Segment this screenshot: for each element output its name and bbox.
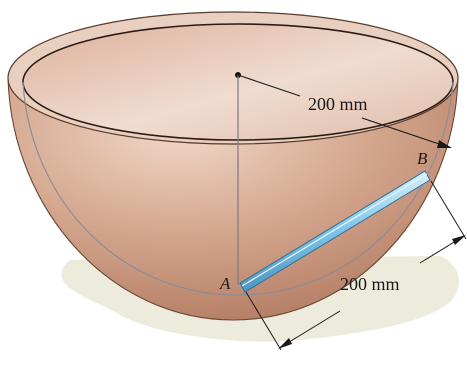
point-a-label: A xyxy=(219,274,231,293)
radius-dimension-label: 200 mm xyxy=(308,94,368,114)
point-b-label: B xyxy=(417,149,428,168)
rod-ab xyxy=(239,170,431,293)
rod-extension-line-a xyxy=(245,291,282,351)
rod-dimension-arrow-a xyxy=(278,338,292,349)
radius-arrow-head xyxy=(437,140,452,148)
rod-dimension-line-1 xyxy=(280,310,341,348)
rod-dimension-arrow-b xyxy=(452,235,466,245)
rod-dimension-label: 200 mm xyxy=(340,274,400,294)
radius-line xyxy=(237,74,301,97)
rod-extension-line-b xyxy=(430,180,467,240)
radius-line-lower xyxy=(361,117,446,147)
bowl-outline xyxy=(7,77,459,321)
